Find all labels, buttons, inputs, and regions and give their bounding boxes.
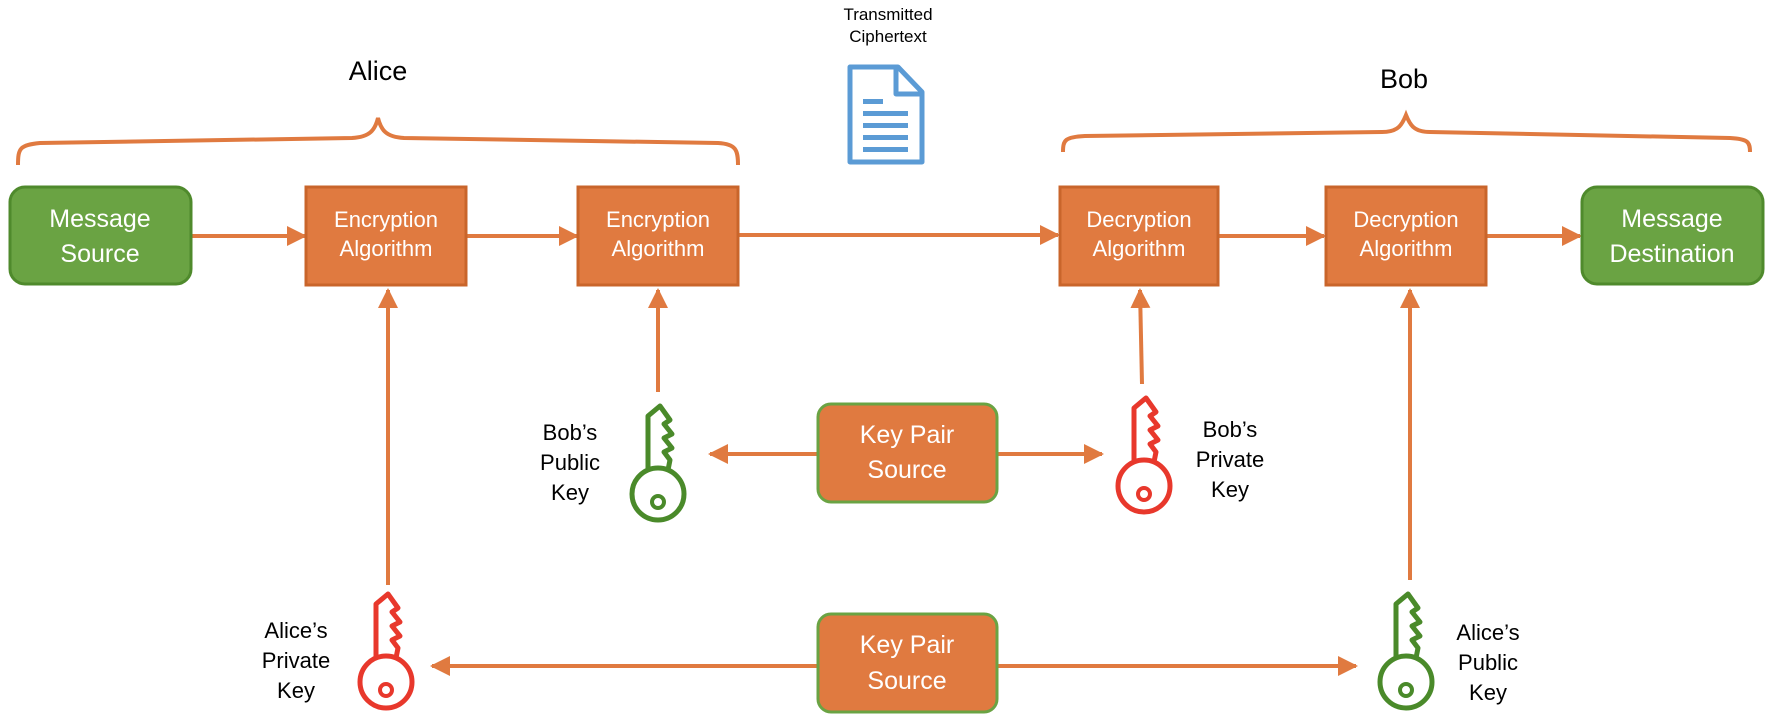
alice-group-label: Alice bbox=[349, 56, 408, 86]
ciphertext-label-line2: Ciphertext bbox=[849, 27, 927, 46]
key-icon bbox=[1380, 594, 1432, 708]
message-destination-box: Message Destination bbox=[1580, 185, 1765, 286]
message-source-line2: Source bbox=[60, 240, 139, 268]
kps-top-line2: Source bbox=[867, 456, 946, 484]
bob-private-key-line2: Private bbox=[1196, 447, 1264, 472]
key-icon bbox=[360, 594, 412, 708]
enc1-line2: Algorithm bbox=[340, 236, 433, 261]
message-destination-line1: Message bbox=[1621, 205, 1722, 233]
key-pair-source-bottom-box: Key Pair Source bbox=[816, 612, 999, 714]
document-icon bbox=[847, 64, 925, 165]
encryption-algorithm-1-box: Encryption Algorithm bbox=[304, 185, 468, 287]
message-destination-line2: Destination bbox=[1609, 240, 1734, 268]
alice-public-key-line1: Alice’s bbox=[1456, 620, 1519, 645]
bob-private-key-line1: Bob’s bbox=[1203, 417, 1258, 442]
enc1-line1: Encryption bbox=[334, 207, 438, 232]
bob-group-label: Bob bbox=[1380, 64, 1428, 94]
kps-bottom-line1: Key Pair bbox=[860, 631, 954, 659]
key-icon bbox=[632, 406, 684, 520]
bob-private-key-line3: Key bbox=[1211, 477, 1249, 502]
dec1-line2: Algorithm bbox=[1093, 236, 1186, 261]
key-icon bbox=[1118, 398, 1170, 512]
message-source-line1: Message bbox=[49, 205, 150, 233]
enc2-line2: Algorithm bbox=[612, 236, 705, 261]
message-source-box: Message Source bbox=[8, 185, 193, 286]
arrow-bob-private-to-dec1 bbox=[1130, 288, 1151, 385]
bob-brace bbox=[1061, 109, 1752, 153]
kps-top-line1: Key Pair bbox=[860, 421, 954, 449]
ciphertext-label-line1: Transmitted bbox=[843, 5, 932, 24]
bob-private-key: Bob’s Private Key bbox=[1118, 398, 1264, 512]
enc2-line1: Encryption bbox=[606, 207, 710, 232]
bob-public-key: Bob’s Public Key bbox=[540, 406, 684, 520]
alice-private-key: Alice’s Private Key bbox=[262, 594, 412, 708]
bob-public-key-line3: Key bbox=[551, 480, 589, 505]
kps-bottom-line2: Source bbox=[867, 667, 946, 695]
decryption-algorithm-1-box: Decryption Algorithm bbox=[1058, 185, 1220, 287]
alice-private-key-line1: Alice’s bbox=[264, 618, 327, 643]
alice-private-key-line3: Key bbox=[277, 678, 315, 703]
bob-public-key-line1: Bob’s bbox=[543, 420, 598, 445]
dec1-line1: Decryption bbox=[1086, 207, 1191, 232]
alice-public-key-line2: Public bbox=[1458, 650, 1518, 675]
encryption-algorithm-2-box: Encryption Algorithm bbox=[576, 185, 740, 287]
alice-brace bbox=[16, 117, 740, 166]
flow-arrows bbox=[192, 225, 1582, 676]
alice-private-key-line2: Private bbox=[262, 648, 330, 673]
alice-public-key-line3: Key bbox=[1469, 680, 1507, 705]
bob-public-key-line2: Public bbox=[540, 450, 600, 475]
dec2-line1: Decryption bbox=[1353, 207, 1458, 232]
decryption-algorithm-2-box: Decryption Algorithm bbox=[1324, 185, 1488, 287]
alice-public-key: Alice’s Public Key bbox=[1380, 594, 1520, 708]
dec2-line2: Algorithm bbox=[1360, 236, 1453, 261]
key-pair-source-top-box: Key Pair Source bbox=[816, 402, 999, 504]
